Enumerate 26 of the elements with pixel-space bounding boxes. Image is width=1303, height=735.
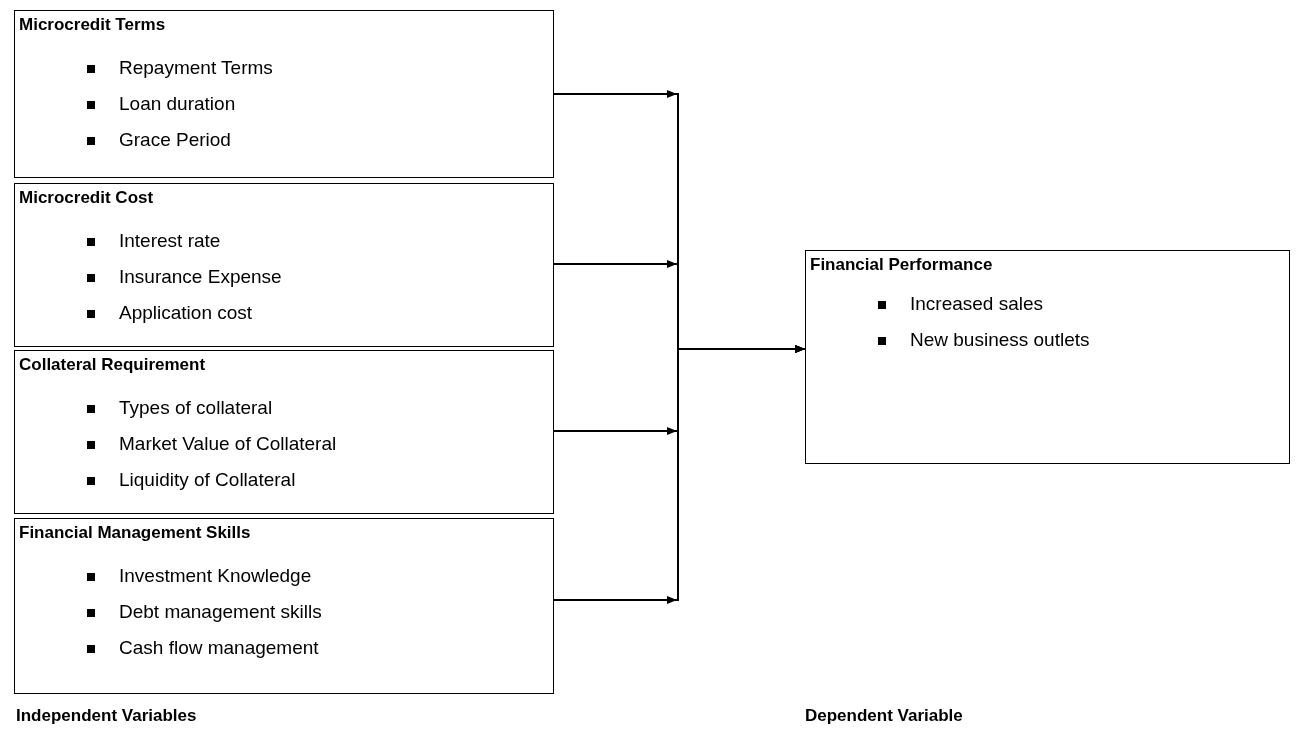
section-caption: Independent Variables — [16, 706, 197, 726]
bullet-item: Market Value of Collateral — [119, 433, 337, 455]
bullet-item: Interest rate — [119, 230, 221, 252]
bullet-item: Grace Period — [119, 129, 231, 151]
section-caption: Dependent Variable — [805, 706, 963, 726]
bullet-item: Repayment Terms — [119, 57, 273, 79]
bullet-item: Investment Knowledge — [119, 565, 312, 587]
bullet-item: Insurance Expense — [119, 266, 282, 288]
box-heading: Microcredit Cost — [19, 188, 154, 208]
box-heading: Financial Performance — [810, 255, 993, 275]
bullet-item: Types of collateral — [119, 397, 273, 419]
bullet-item: Increased sales — [910, 293, 1044, 315]
bullet-item: Liquidity of Collateral — [119, 469, 296, 491]
bullet-item: Debt management skills — [119, 601, 322, 623]
variable-box — [14, 10, 554, 178]
box-heading: Financial Management Skills — [19, 523, 251, 543]
bullet-item: Loan duration — [119, 93, 236, 115]
variable-box — [14, 350, 554, 514]
box-heading: Collateral Requirement — [19, 355, 206, 375]
variable-box — [14, 183, 554, 347]
bullet-item: New business outlets — [910, 329, 1090, 351]
box-heading: Microcredit Terms — [19, 15, 166, 35]
variable-box — [14, 518, 554, 694]
bullet-item: Application cost — [119, 302, 253, 324]
variable-box — [805, 250, 1290, 464]
bullet-item: Cash flow management — [119, 637, 319, 659]
